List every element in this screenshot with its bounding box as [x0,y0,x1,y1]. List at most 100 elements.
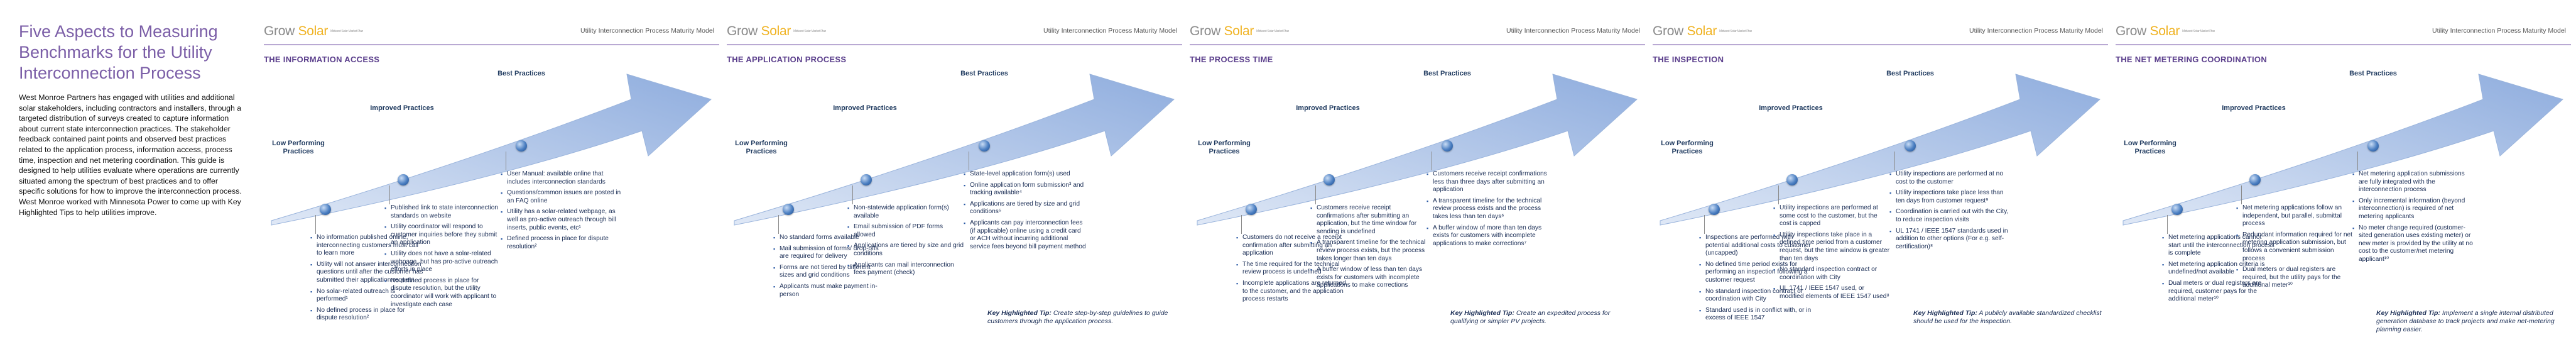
best-practice-item: Defined process in place for dispute res… [501,235,623,251]
best-practice-item: Online application form submission³ and … [964,182,1086,197]
stage-orb-low-icon [1709,204,1720,215]
low-practice-item: Incomplete applications are returned to … [1236,280,1349,304]
stage-orb-improved-icon [2249,174,2261,185]
model-title: Utility Interconnection Process Maturity… [2432,27,2566,35]
connector-low [1241,215,1242,234]
connector-improved [1778,185,1779,204]
key-highlighted-tip: Key Highlighted Tip: Implement a single … [2376,309,2565,334]
logo-word-grow: Grow [2116,24,2150,38]
stage-orb-best-icon [516,140,527,152]
slide-title: THE PROCESS TIME [1190,55,1273,64]
tip-text: Implement a single internal distributed … [2376,309,2555,333]
best-practice-item: Only incremental information (beyond int… [2352,197,2475,221]
logo-tagline: Midwest Solar Market Plan [1256,30,1290,34]
stage-label-low: Low Performing Practices [2124,140,2177,155]
stage-orb-low-icon [1246,204,1257,215]
header-divider [1653,44,2108,45]
key-highlighted-tip: Key Highlighted Tip: Create an expedited… [1450,309,1639,326]
stage-label-improved: Improved Practices [1759,104,1823,112]
best-practice-item: Utility inspections are performed at no … [1889,170,2012,186]
tip-label: Key Highlighted Tip: [2376,309,2440,317]
logo-word-solar: Solar [1687,24,1717,38]
low-practice-item: Inspections are performed with potential… [1699,234,1812,258]
stage-label-improved: Improved Practices [2222,104,2286,112]
improved-practice-item: A buffer window of less than ten days ex… [1310,266,1427,290]
key-highlighted-tip: Key Highlighted Tip: A publicly availabl… [1913,309,2102,326]
low-practice-item: Net metering application criteria is und… [2162,261,2275,277]
low-practice-item: Utility will not answer interconnection … [310,261,423,285]
improved-practice-item: Utility does not have a solar-related we… [384,250,501,274]
header-divider [1190,44,1645,45]
improved-practices-list: Utility inspections are performed at som… [1773,204,1889,304]
logo-word-solar: Solar [2149,24,2180,38]
best-practice-item: User Manual: available online that inclu… [501,170,623,186]
best-practice-item: Net metering application submissions are… [2352,170,2475,194]
best-practice-item: No meter change required (customer-sited… [2352,224,2475,264]
stage-orb-best-icon [1905,140,1916,152]
header-divider [2116,44,2571,45]
stage-label-low: Low Performing Practices [272,140,325,155]
connector-improved [389,185,390,204]
low-practice-item: No standard inspection contract or coord… [1699,288,1812,304]
header-divider [264,44,719,45]
low-practice-item: No standard forms available [773,234,886,242]
improved-practice-item: Utility inspections are performed at som… [1773,204,1889,228]
low-practice-item: No defined process in place for dispute … [310,307,423,323]
low-practice-item: Applicants must make payment in-person [773,283,886,299]
stage-orb-low-icon [2171,204,2183,215]
model-title: Utility Interconnection Process Maturity… [1506,27,1640,35]
tip-label: Key Highlighted Tip: [987,309,1052,317]
slide-title: THE NET METERING COORDINATION [2116,55,2268,64]
stage-label-best: Best Practices [960,70,1008,77]
connector-best [2357,152,2358,170]
improved-practice-item: Published link to state interconnection … [384,204,501,220]
tip-label: Key Highlighted Tip: [1913,309,1977,317]
improved-practices-list: Published link to state interconnection … [384,204,501,312]
best-practice-item: Customers receive receipt confirmations … [1427,170,1549,194]
improved-practice-item: UL 1741 / IEEE 1547 used, or modified el… [1773,285,1889,301]
key-highlighted-tip: Key Highlighted Tip: Create step-by-step… [987,309,1176,326]
improved-practice-item: Net metering applications follow an inde… [2236,204,2352,228]
best-practices-list: State-level application form(s) usedOnli… [964,170,1086,254]
best-practices-list: Utility inspections are performed at no … [1889,170,2012,254]
improved-practice-item: Applications are tiered by size and grid… [847,242,964,258]
logo-tagline: Midwest Solar Market Plan [793,30,827,34]
improved-practice-item: No standard inspection contract or coord… [1773,266,1889,282]
connector-low [315,215,316,234]
improved-practices-list: Customers receive receipt confirmations … [1310,204,1427,293]
logo-word-solar: Solar [1224,24,1254,38]
improved-practice-item: Redundant information required for net m… [2236,231,2352,263]
low-practice-item: No solar-related outreach is performed¹ [310,288,423,304]
tip-text: Create an expedited process for qualifyi… [1450,309,1611,325]
low-practice-item: No information published online, interco… [310,234,423,258]
slide-title: THE INFORMATION ACCESS [264,55,380,64]
model-title: Utility Interconnection Process Maturity… [1043,27,1177,35]
stage-orb-low-icon [783,204,794,215]
low-practice-item: Forms are not tiered by different sizes … [773,264,886,280]
low-practice-item: Mail submission of forms/ drop-offs are … [773,245,886,261]
best-practice-item: Utility has a solar-related webpage, as … [501,208,623,232]
low-practices-list: Inspections are performed with potential… [1699,234,1812,326]
connector-improved [2241,185,2242,204]
low-practice-item: The time required for the technical revi… [1236,261,1349,277]
best-practice-item: Applicants can pay interconnection fees … [964,219,1086,251]
logo-word-grow: Grow [1190,24,1224,38]
connector-best [1894,152,1895,170]
stage-label-improved: Improved Practices [370,104,434,112]
improved-practice-item: Utility coordinator will respond to cust… [384,223,501,247]
best-practices-list: User Manual: available online that inclu… [501,170,623,254]
improved-practices-list: Non-statewide application form(s) availa… [847,204,964,280]
best-practices-list: Net metering application submissions are… [2352,170,2475,267]
low-practice-item: Net metering applications cannot start u… [2162,234,2275,258]
improved-practice-item: Non-statewide application form(s) availa… [847,204,964,220]
connector-low [1704,215,1705,234]
slide-title: THE INSPECTION [1653,55,1724,64]
